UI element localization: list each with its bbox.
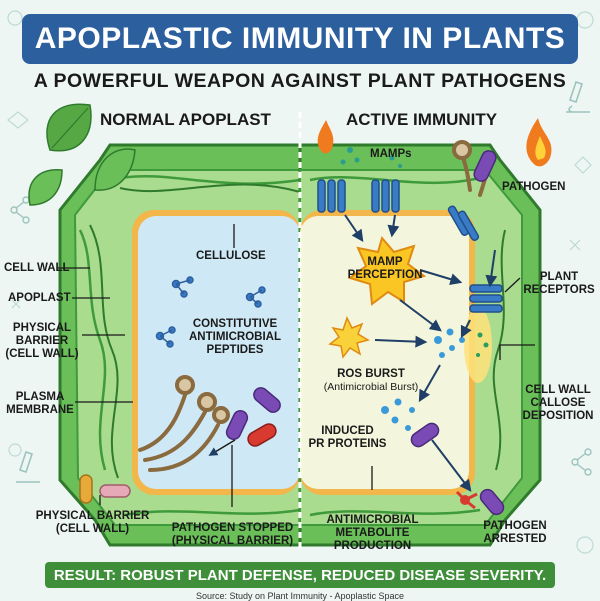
physical-barrier-line-2: BARRIER — [15, 335, 69, 347]
pathogen-stopped-line-2: (PHYSICAL BARRIER) — [171, 535, 294, 547]
callose-label: CELL WALL CALLOSE DEPOSITION — [518, 384, 598, 423]
plant-receptors-line-2: RECEPTORS — [523, 284, 595, 296]
plasma-membrane-line-2: MEMBRANE — [6, 404, 74, 416]
ros-star-icon — [328, 316, 370, 359]
induced-pr-line-2: PR PROTEINS — [308, 438, 387, 450]
cellulose-label: CELLULOSE — [196, 250, 266, 262]
mamp-perception-label: MAMP PERCEPTION — [345, 256, 425, 282]
result-text: RESULT: ROBUST PLANT DEFENSE, REDUCED DI… — [53, 566, 547, 584]
page-title: APOPLASTIC IMMUNITY IN PLANTS — [34, 22, 566, 55]
plasma-membrane-line-1: PLASMA — [15, 391, 65, 403]
callose-line-3: DEPOSITION — [522, 410, 594, 422]
ros-burst-subtitle: (Antimicrobial Burst) — [323, 381, 419, 393]
mamp-perception-star — [347, 235, 427, 306]
pathogen-arrested-line-2: ARRESTED — [483, 533, 547, 545]
ros-burst-title: ROS BURST — [337, 368, 405, 380]
antimicrobial-label: ANTIMICROBIAL METABOLITE PRODUCTION — [315, 514, 430, 553]
antimicrobial-line-3: PRODUCTION — [333, 540, 412, 552]
callose-line-1: CELL WALL — [525, 384, 591, 396]
cell-wall-label: CELL WALL — [4, 262, 70, 274]
physical-barrier-label: PHYSICAL BARRIER (CELL WALL) — [2, 322, 82, 361]
callose-dots — [476, 332, 489, 357]
microscope-icon — [16, 80, 590, 483]
mamps-label: MAMPs — [370, 148, 412, 160]
ros-burst-label: ROS BURST (Antimicrobial Burst) — [312, 368, 430, 394]
physical-barrier-line-1: PHYSICAL — [12, 322, 72, 334]
induced-pr-label: INDUCED PR PROTEINS — [305, 425, 390, 451]
result-banner: RESULT: ROBUST PLANT DEFENSE, REDUCED DI… — [45, 562, 555, 588]
pathogen-label: PATHOGEN — [502, 181, 566, 193]
title-banner: APOPLASTIC IMMUNITY IN PLANTS — [22, 14, 578, 64]
leader-lines — [58, 224, 535, 507]
peptides-line-1: CONSTITUTIVE — [192, 318, 278, 330]
plasma-membrane-label: PLASMA MEMBRANE — [4, 391, 76, 417]
pathogen-stopped-line-1: PATHOGEN STOPPED — [171, 522, 294, 534]
plant-receptors-line-1: PLANT — [539, 271, 579, 283]
fungal-hyphae — [138, 375, 230, 472]
page-subtitle: A POWERFUL WEAPON AGAINST PLANT PATHOGEN… — [33, 70, 567, 92]
leaf-icon — [28, 103, 136, 206]
mamp-perception-line-1: MAMP — [367, 256, 403, 268]
right-panel-heading: ACTIVE IMMUNITY — [346, 110, 498, 129]
physical-barrier-line-3: (CELL WALL) — [5, 348, 79, 360]
background-doodles — [7, 10, 594, 554]
pathogen-icon-right — [410, 150, 505, 516]
apoplast-label: APOPLAST — [8, 292, 71, 304]
bottom-barrier-label: PHYSICAL BARRIER (CELL WALL) — [30, 510, 155, 536]
pathogen-arrested-label: PATHOGEN ARRESTED — [475, 520, 555, 546]
bottom-barrier-line-2: (CELL WALL) — [55, 523, 130, 535]
ros-dots — [381, 328, 465, 431]
peptides-line-3: PEPTIDES — [206, 344, 264, 356]
pathogen-icon — [79, 387, 281, 504]
pathogen-stopped-label: PATHOGEN STOPPED (PHYSICAL BARRIER) — [165, 522, 300, 548]
bottom-barrier-line-1: PHYSICAL BARRIER — [35, 510, 150, 522]
peptides-line-2: ANTIMICROBIAL — [189, 331, 281, 343]
source-caption: Source: Study on Plant Immunity - Apopla… — [195, 591, 405, 601]
plant-receptors-label: PLANT RECEPTORS — [520, 271, 598, 297]
pathogen-arrested-line-1: PATHOGEN — [483, 520, 547, 532]
left-panel-heading: NORMAL APOPLAST — [100, 110, 271, 129]
mamp-perception-line-2: PERCEPTION — [347, 269, 423, 281]
antimicrobial-line-1: ANTIMICROBIAL — [326, 514, 419, 526]
flow-arrows — [344, 214, 498, 492]
mamp-particles — [340, 147, 402, 168]
flame-icon — [317, 118, 552, 167]
peptide-molecules — [155, 276, 266, 348]
induced-pr-line-1: INDUCED — [321, 425, 374, 437]
callose-line-2: CALLOSE — [530, 397, 586, 409]
antimicrobial-line-2: METABOLITE — [335, 527, 410, 539]
peptides-label: CONSTITUTIVE ANTIMICROBIAL PEPTIDES — [170, 318, 300, 357]
